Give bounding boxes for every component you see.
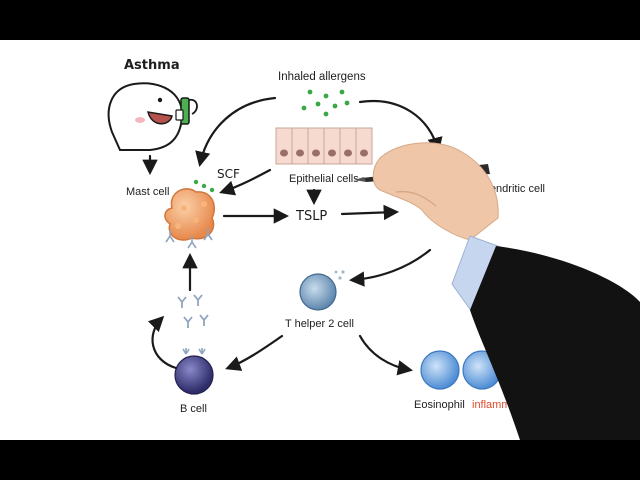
mast-cell <box>164 179 216 249</box>
inhaler-icon <box>175 97 198 125</box>
b-cell <box>174 348 214 395</box>
whiteboard-frame: Asthma Inhaled allergens Epithelial cell <box>0 40 640 440</box>
label-tslp: TSLP <box>295 209 327 224</box>
arrow-th2-to-bcell <box>225 334 284 371</box>
label-scf: SCF <box>217 167 240 181</box>
label-epithelial-cells: Epithelial cells <box>289 173 359 185</box>
arrow-epithelium-scf <box>219 168 272 196</box>
label-inhaled-allergens: Inhaled allergens <box>278 71 366 83</box>
label-t-helper-2-cell: T helper 2 cell <box>285 318 354 330</box>
arrow-allergens-to-dendritic <box>358 99 443 153</box>
hand-icon <box>372 142 640 440</box>
allergen-particles <box>301 89 350 117</box>
label-b-cell: B cell <box>180 403 207 415</box>
epithelium <box>275 127 373 165</box>
t-helper-2-cell <box>299 270 345 311</box>
antibody-icon <box>177 294 209 328</box>
arrow-dendritic-to-th2 <box>348 248 432 287</box>
label-mast-cell: Mast cell <box>126 186 169 198</box>
arrow-bcell-to-antibodies <box>147 315 178 370</box>
label-eosinophil: Eosinophil <box>414 399 465 411</box>
person-face-icon <box>107 82 184 151</box>
arrow-tslp-to-dendritic <box>340 204 400 221</box>
label-dendritic-cell: Dendritic cell <box>482 183 545 195</box>
asthma-pathway-diagram: Asthma Inhaled allergens Epithelial cell <box>107 58 640 440</box>
arrow-th2-to-eosinophil <box>358 334 414 376</box>
arrow-allergens-to-mast <box>195 96 277 168</box>
title: Asthma <box>124 58 180 73</box>
